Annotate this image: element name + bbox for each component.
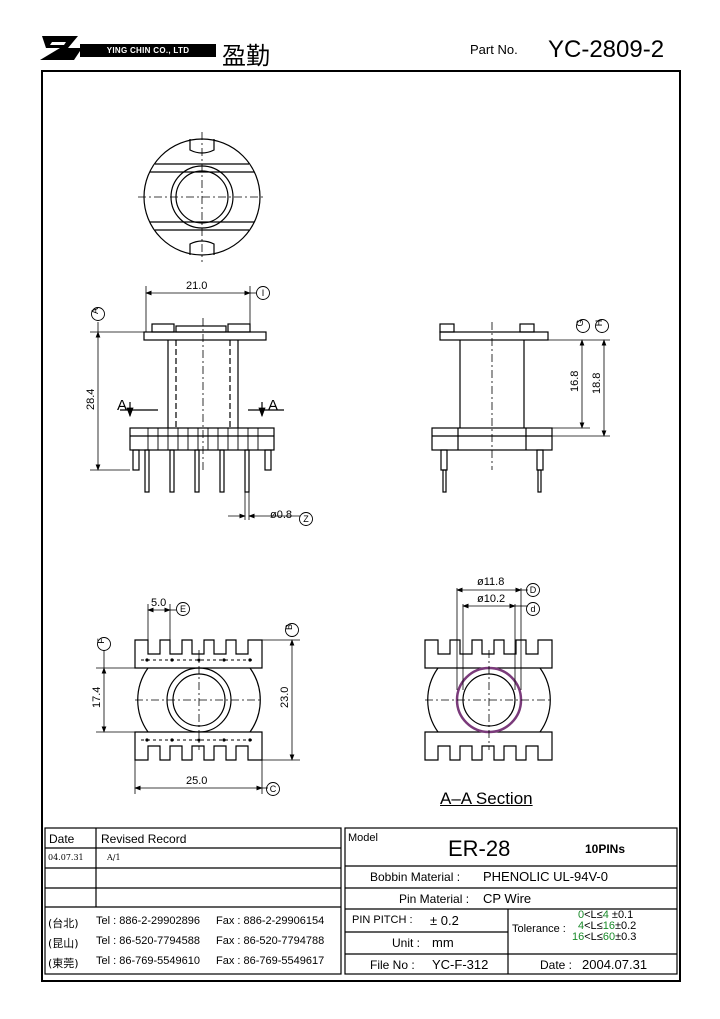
pin-pitch-label: PIN PITCH : <box>352 914 413 926</box>
file-no-label: File No : <box>370 958 415 972</box>
tolerance-label: Tolerance : <box>512 923 566 935</box>
file-no-value: YC-F-312 <box>432 957 489 972</box>
marker-g: G <box>575 319 585 326</box>
contact-city: (東莞) <box>48 957 79 970</box>
bottom-view <box>134 639 263 761</box>
bobbin-material-label: Bobbin Material : <box>370 870 461 884</box>
unit-value: mm <box>432 935 454 950</box>
dim-pitch: 5.0 <box>151 597 166 609</box>
model-value: ER-28 <box>448 836 511 861</box>
front-view <box>129 318 275 493</box>
dim-side-h1: 16.8 <box>569 371 581 392</box>
dim-dia-outer: ø11.8 <box>477 576 504 588</box>
marker-c: C <box>270 784 277 794</box>
drawing-frame <box>41 70 681 982</box>
tolerance-row: 4<L≤16±0.2 <box>578 920 637 932</box>
section-mark-right: A <box>268 397 278 414</box>
dim-side-h2: 18.8 <box>591 373 603 394</box>
reference-marker-circles <box>91 286 609 796</box>
marker-d-lower: d <box>530 604 535 614</box>
marker-b: B <box>284 624 294 630</box>
unit-label: Unit : <box>392 936 421 950</box>
contact-tel: Tel : 86-769-5549610 <box>96 955 200 967</box>
date-value: 2004.07.31 <box>582 957 648 972</box>
pin-pitch-value: ± 0.2 <box>430 913 459 928</box>
dim-depth-b: 17.4 <box>91 687 103 708</box>
dim-pin-dia: ø0.8 <box>270 509 292 521</box>
marker-a: A <box>90 308 100 314</box>
section-title: A–A Section <box>440 789 533 808</box>
bobbin-material-value: PHENOLIC UL-94V-0 <box>483 869 608 884</box>
company-logo-icon <box>40 36 82 60</box>
company-name-en: YING CHIN CO., LTD <box>80 44 216 57</box>
dimension-lines <box>90 286 610 794</box>
contact-tel: Tel : 886-2-29902896 <box>96 915 200 927</box>
tolerance-row: 0<L≤4 ±0.1 <box>578 909 634 921</box>
dim-dia-inner: ø10.2 <box>477 593 505 605</box>
contact-tel: Tel : 86-520-7794588 <box>96 935 200 947</box>
pin-count: 10PINs <box>585 842 626 856</box>
pin-material-value: CP Wire <box>483 891 532 906</box>
record-header: Revised Record <box>101 832 187 846</box>
part-number-label: Part No. <box>470 42 518 57</box>
date-header: Date <box>49 832 75 846</box>
marker-i: I <box>262 288 265 298</box>
reference-marker-letters: I A Z G H E F B C D d <box>90 288 604 794</box>
company-name-cn: 盈勤 <box>222 42 270 70</box>
title-block-grid <box>44 827 678 975</box>
header: YING CHIN CO., LTD 盈勤 Part No. YC-2809-2 <box>0 0 720 80</box>
revision-record: A/1 <box>107 853 121 862</box>
model-label: Model <box>348 832 378 844</box>
contact-fax: Fax : 86-769-5549617 <box>216 955 325 967</box>
dim-width-bottom: 25.0 <box>186 775 207 787</box>
tolerance-row: 16<L≤60±0.3 <box>572 931 637 943</box>
revision-date: 04.07.31 <box>48 853 84 862</box>
contact-fax: Fax : 86-520-7794788 <box>216 935 325 947</box>
contact-city: (昆山) <box>48 937 79 950</box>
dim-depth-total: 23.0 <box>279 687 291 708</box>
dim-width-top: 21.0 <box>186 280 207 292</box>
marker-f: F <box>96 638 106 644</box>
top-view <box>138 132 266 262</box>
section-mark-left: A <box>117 397 127 414</box>
marker-d-upper: D <box>530 585 537 595</box>
pin-material-label: Pin Material : <box>399 892 470 906</box>
side-view <box>431 322 553 493</box>
dim-height-total: 28.4 <box>85 389 97 410</box>
section-view <box>424 639 553 761</box>
marker-z: Z <box>303 514 309 524</box>
part-number-value: YC-2809-2 <box>548 36 665 63</box>
marker-h: H <box>594 320 604 327</box>
contact-city: (台北) <box>48 917 79 930</box>
date-label: Date : <box>540 958 573 972</box>
contact-fax: Fax : 886-2-29906154 <box>216 915 325 927</box>
marker-e: E <box>180 604 186 614</box>
dimension-texts: 21.0 28.4 A A ø0.8 16.8 18.8 5.0 17.4 23… <box>85 280 603 787</box>
